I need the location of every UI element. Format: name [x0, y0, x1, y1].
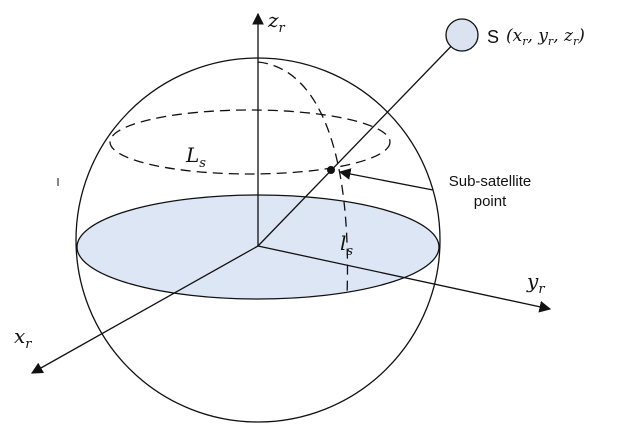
latitude-circle — [109, 109, 391, 175]
x-axis — [30, 245, 259, 374]
meridian-arc — [257, 61, 349, 297]
subsatellite-point — [327, 166, 335, 174]
x-axis-label: xr — [14, 324, 32, 352]
z-axis-label: zr — [267, 8, 286, 36]
satellite-coordinates: (xr, yr, zr) — [506, 26, 585, 48]
y-axis — [257, 245, 552, 313]
y-axis-label: yr — [526, 269, 545, 297]
latitude-label: ls — [340, 231, 353, 259]
subsatellite-label-line2: point — [474, 193, 507, 210]
longitude-label: Ls — [185, 143, 206, 171]
subsatellite-pointer — [338, 168, 434, 191]
satellite-body — [445, 18, 479, 52]
coord-paren-open: ( — [506, 26, 513, 46]
satellite-line — [257, 34, 463, 247]
satellite-label: S — [487, 27, 499, 47]
subsatellite-label-line1: Sub-satellite — [449, 173, 532, 190]
